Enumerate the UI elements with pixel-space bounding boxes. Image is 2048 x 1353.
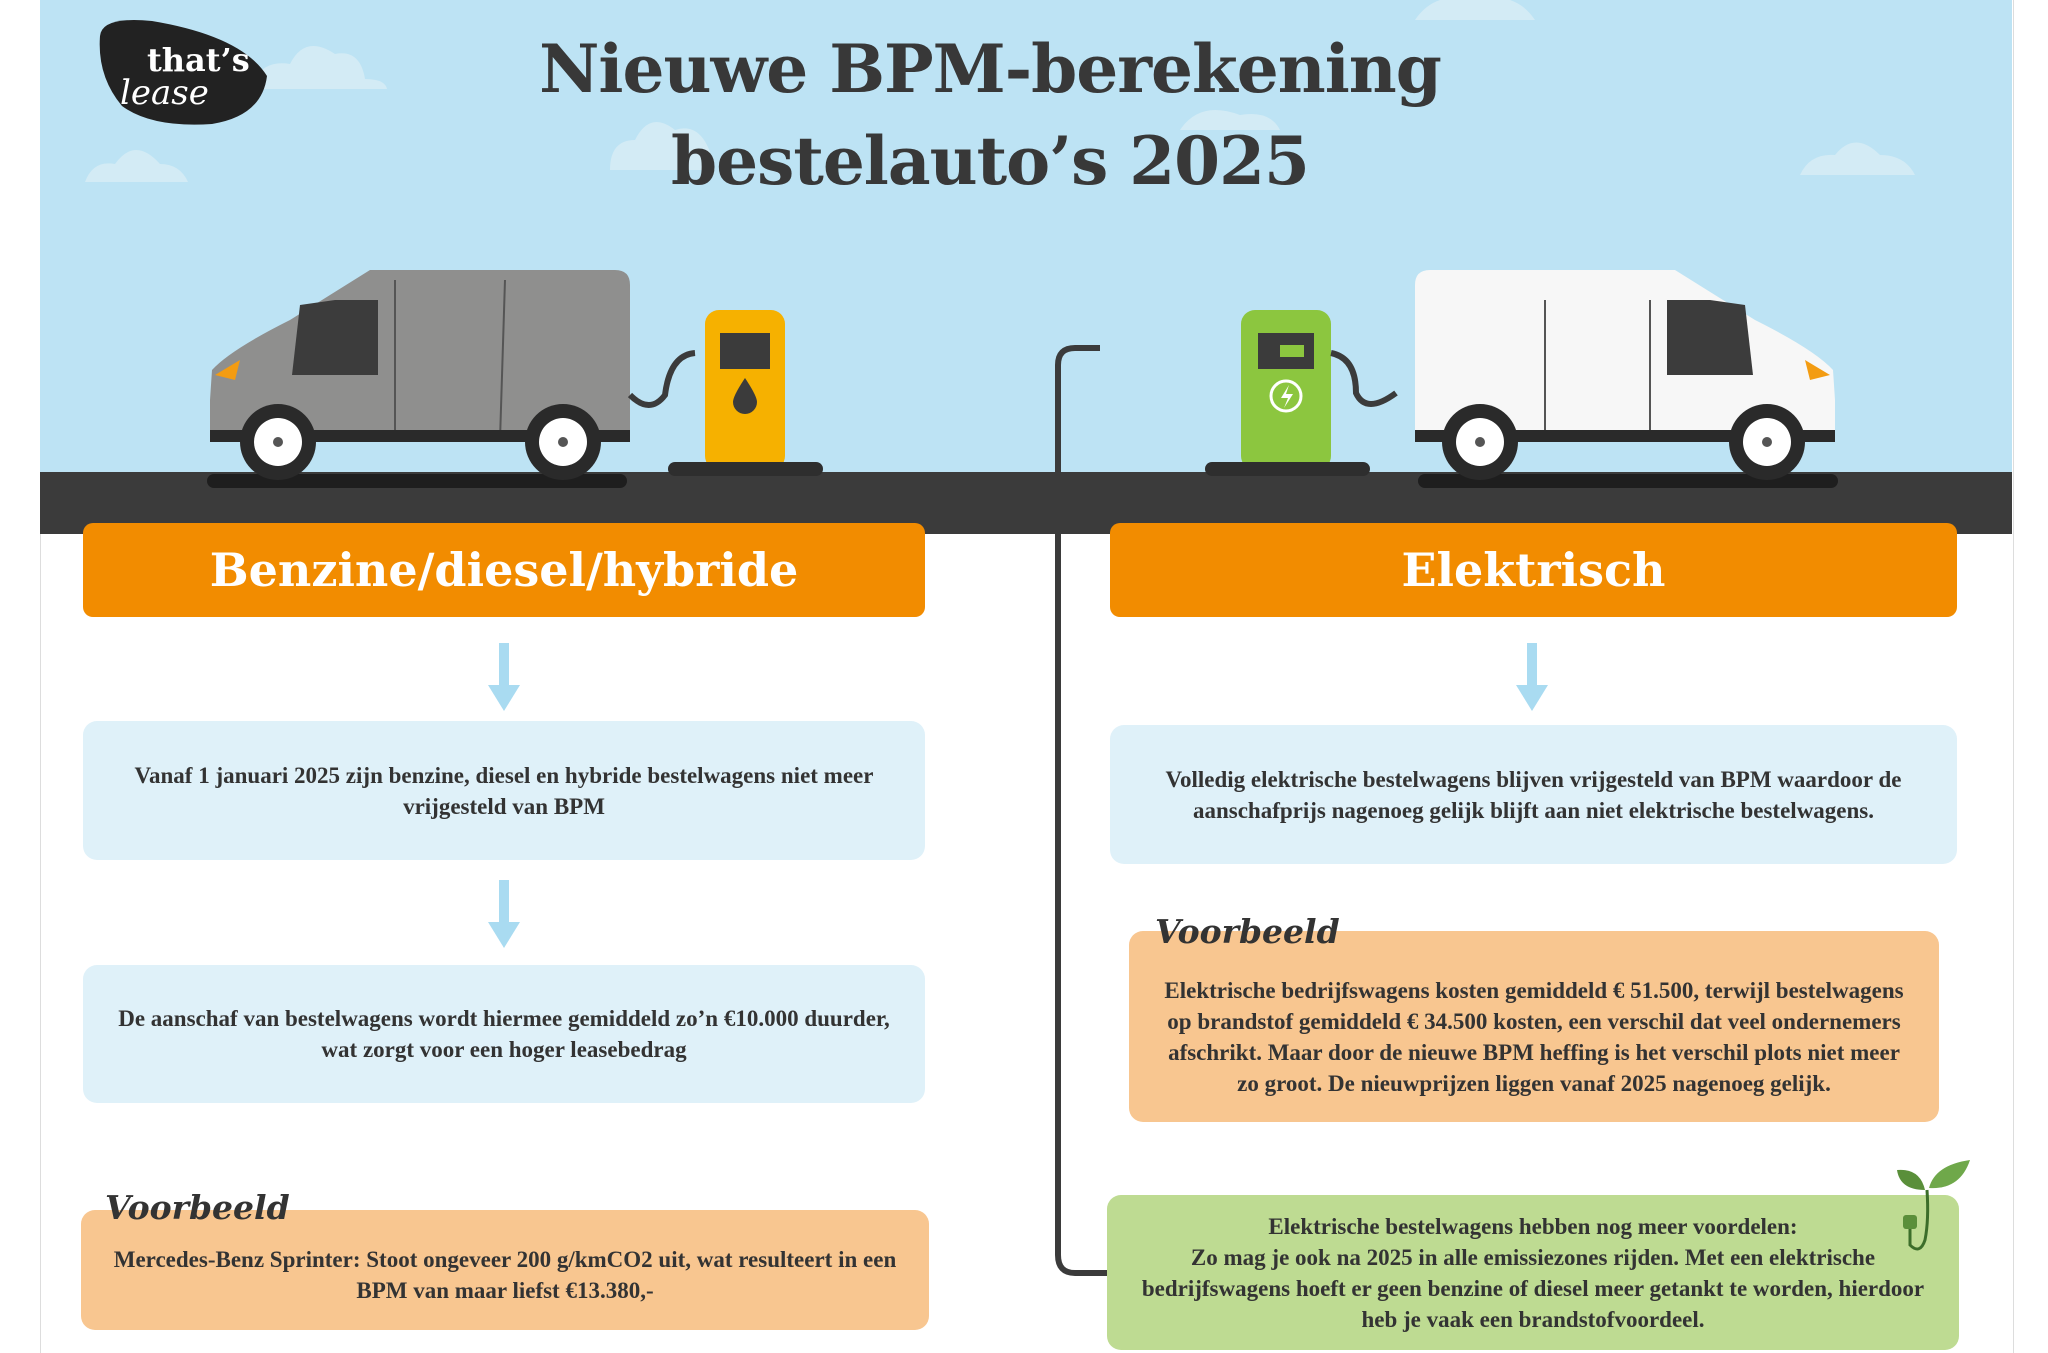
svg-text:that’s: that’s	[147, 41, 250, 79]
fuel-header: Benzine/diesel/hybride	[83, 523, 925, 617]
fuel-pump-icon	[627, 310, 823, 476]
clouds	[85, 0, 1915, 182]
electric-example-label: Voorbeeld	[1155, 912, 1340, 951]
electric-info-box: Volledig elektrische bestelwagens blijve…	[1110, 725, 1957, 864]
connector-line	[1055, 345, 1110, 1276]
fuel-example-box: Mercedes-Benz Sprinter: Stoot ongeveer 2…	[81, 1210, 929, 1330]
fuel-info-box-1: Vanaf 1 januari 2025 zijn benzine, diese…	[83, 721, 925, 860]
electric-example-box: Elektrische bedrijfswagens kosten gemidd…	[1129, 931, 1939, 1122]
fuel-example-label: Voorbeeld	[105, 1188, 290, 1227]
plant-plug-icon	[1897, 1160, 1970, 1251]
page-title-line2: bestelauto’s 2025	[671, 122, 1310, 200]
ev-charger-icon	[1205, 310, 1398, 476]
fuel-info-box-2: De aanschaf van bestelwagens wordt hierm…	[83, 965, 925, 1103]
arrow-down-icon	[488, 643, 520, 711]
electric-van-icon	[1415, 270, 1838, 488]
page-title-line1: Nieuwe BPM-berekening	[539, 30, 1442, 108]
svg-text:lease: lease	[120, 73, 209, 113]
thats-lease-logo: that’s lease	[99, 20, 267, 125]
advantages-title: Elektrische bestelwagens hebben nog meer…	[1268, 1213, 1798, 1239]
arrow-down-icon	[1516, 643, 1548, 711]
arrow-down-icon	[488, 880, 520, 948]
electric-header: Elektrisch	[1110, 523, 1957, 617]
electric-advantages-box: Elektrische bestelwagens hebben nog meer…	[1107, 1195, 1959, 1350]
advantages-text: Zo mag je ook na 2025 in alle emissiezon…	[1141, 1244, 1925, 1332]
fuel-van-icon	[207, 270, 630, 488]
